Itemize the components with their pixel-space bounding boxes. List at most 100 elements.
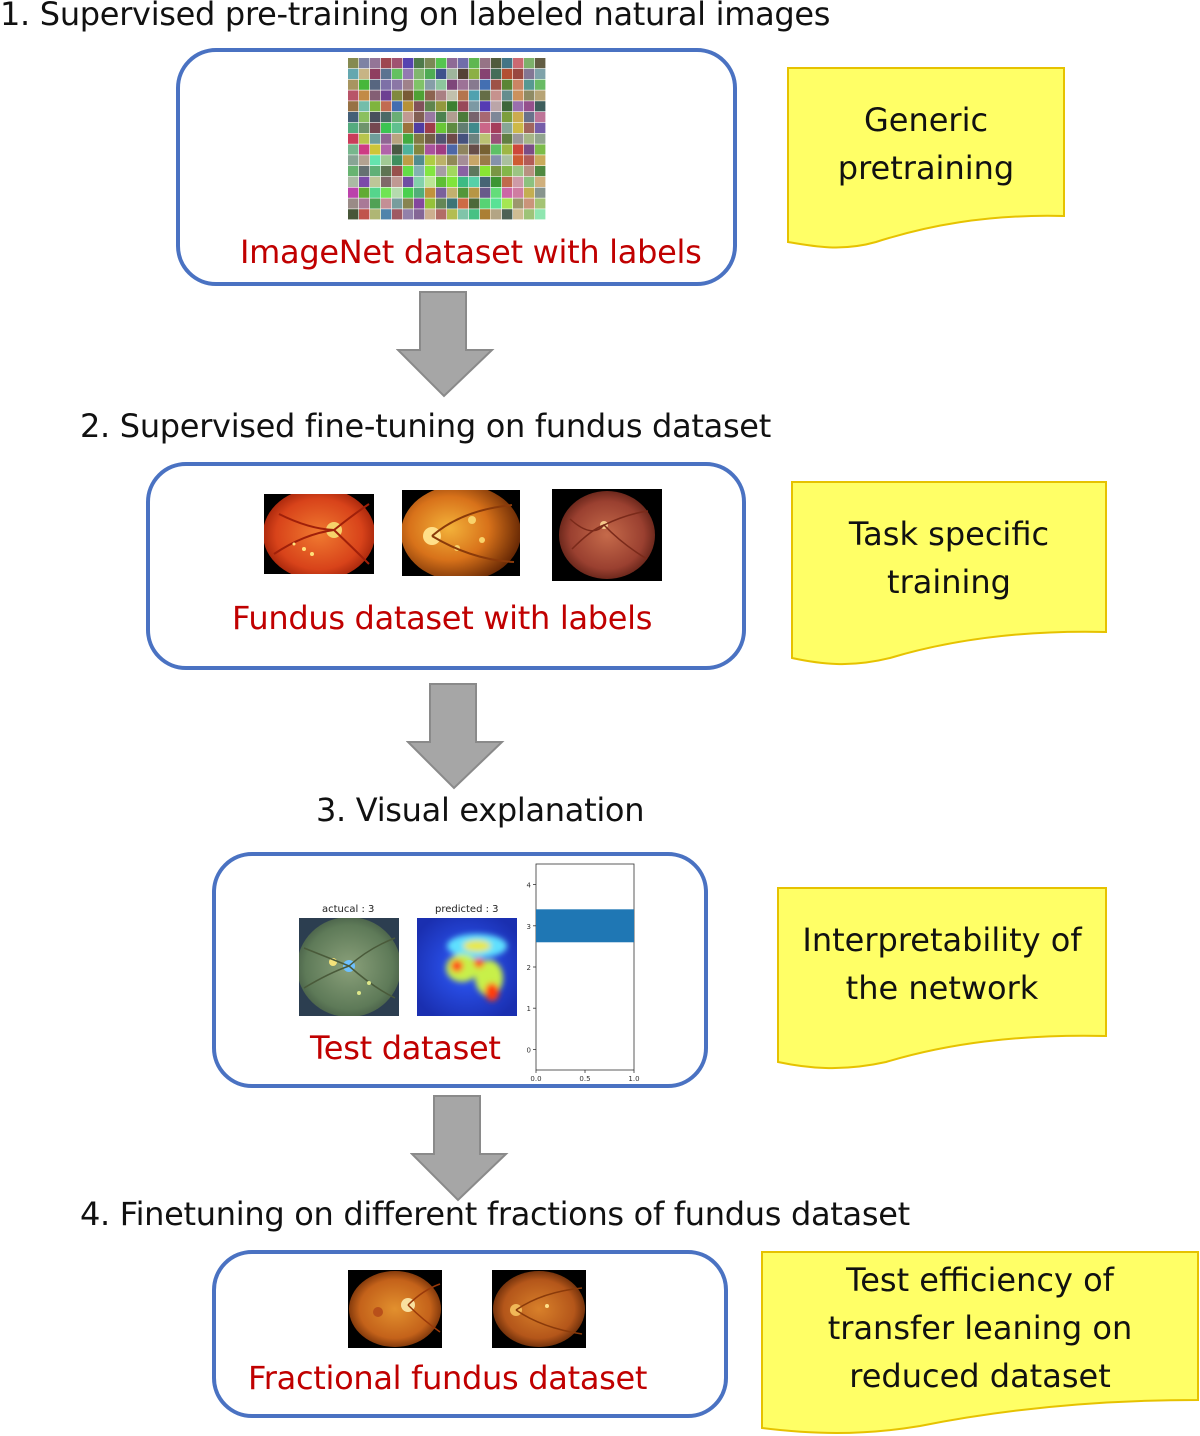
mosaic-tile (359, 176, 370, 187)
mosaic-tile (392, 209, 403, 220)
mosaic-tile (480, 155, 491, 166)
mosaic-tile (535, 209, 546, 220)
step1-note-line-2: pretraining (837, 149, 1015, 187)
mosaic-tile (535, 166, 546, 177)
mosaic-tile (513, 187, 524, 198)
mosaic-tile (403, 112, 414, 123)
step1-note-line-1: Generic (863, 101, 989, 139)
mosaic-tile (535, 155, 546, 166)
mosaic-tile (348, 68, 359, 79)
mosaic-tile (447, 187, 458, 198)
mosaic-tile (524, 198, 535, 209)
mosaic-tile (524, 209, 535, 220)
mosaic-tile (535, 133, 546, 144)
step3-note: Interpretability of the network (776, 886, 1108, 1074)
mosaic-tile (381, 187, 392, 198)
mosaic-tile (535, 176, 546, 187)
mosaic-tile (370, 79, 381, 90)
mosaic-tile (392, 166, 403, 177)
mosaic-tile (491, 101, 502, 112)
mosaic-tile (403, 79, 414, 90)
step4-note-line-2: transfer leaning on (827, 1309, 1133, 1347)
mosaic-tile (502, 122, 513, 133)
mosaic-tile (447, 122, 458, 133)
step3-heading: 3. Visual explanation (316, 791, 645, 829)
mosaic-tile (392, 122, 403, 133)
mosaic-tile (535, 90, 546, 101)
mosaic-tile (414, 209, 425, 220)
mosaic-tile (524, 144, 535, 155)
mosaic-tile (348, 144, 359, 155)
mosaic-tile (513, 198, 524, 209)
mosaic-tile (370, 90, 381, 101)
mosaic-tile (359, 209, 370, 220)
mosaic-tile (392, 112, 403, 123)
fundus-image-2 (402, 490, 520, 576)
mosaic-tile (524, 58, 535, 69)
mosaic-tile (524, 79, 535, 90)
mosaic-tile (414, 101, 425, 112)
mosaic-tile (392, 90, 403, 101)
mosaic-tile (491, 155, 502, 166)
mosaic-tile (381, 122, 392, 133)
mosaic-tile (436, 133, 447, 144)
step4-note: Test efficiency of transfer leaning on r… (760, 1250, 1200, 1436)
step2-note-line-1: Task specific (848, 515, 1050, 553)
mosaic-tile (392, 79, 403, 90)
step3-note-line-2: the network (845, 969, 1039, 1007)
step2-heading: 2. Supervised fine-tuning on fundus data… (80, 407, 771, 445)
imagenet-mosaic-image (348, 58, 546, 220)
mosaic-tile (480, 112, 491, 123)
mosaic-tile (513, 122, 524, 133)
mosaic-tile (425, 155, 436, 166)
mosaic-tile (425, 90, 436, 101)
mosaic-tile (502, 198, 513, 209)
mosaic-tile (381, 90, 392, 101)
y-tick-label: 4 (527, 882, 532, 890)
mosaic-tile (480, 166, 491, 177)
mosaic-tile (348, 187, 359, 198)
mosaic-tile (381, 144, 392, 155)
mosaic-tile (370, 58, 381, 69)
mosaic-tile (370, 198, 381, 209)
mosaic-tile (348, 155, 359, 166)
fractional-fundus-image-1 (348, 1270, 442, 1348)
mosaic-tile (359, 90, 370, 101)
mosaic-tile (480, 68, 491, 79)
mosaic-tile (381, 155, 392, 166)
mosaic-tile (359, 101, 370, 112)
mosaic-tile (381, 68, 392, 79)
mosaic-tile (502, 209, 513, 220)
mosaic-tile (535, 144, 546, 155)
mosaic-tile (348, 209, 359, 220)
mosaic-tile (447, 176, 458, 187)
mosaic-tile (502, 79, 513, 90)
mosaic-tile (469, 209, 480, 220)
mosaic-tile (513, 209, 524, 220)
mosaic-tile (447, 209, 458, 220)
mosaic-tile (436, 176, 447, 187)
mosaic-tile (359, 198, 370, 209)
mosaic-tile (436, 166, 447, 177)
fundus-image-1 (264, 494, 374, 574)
mosaic-tile (458, 58, 469, 69)
step2-caption: Fundus dataset with labels (232, 599, 653, 637)
mosaic-tile (447, 58, 458, 69)
chart-plot-area (535, 863, 635, 1071)
step2-note-line-2: training (887, 563, 1011, 601)
mosaic-tile (370, 166, 381, 177)
arrow-down-3 (410, 1095, 509, 1202)
mosaic-tile (447, 166, 458, 177)
mosaic-tile (436, 187, 447, 198)
mosaic-tile (480, 101, 491, 112)
mosaic-tile (425, 166, 436, 177)
mosaic-tile (491, 133, 502, 144)
mosaic-tile (348, 176, 359, 187)
mosaic-tile (392, 144, 403, 155)
mosaic-tile (469, 122, 480, 133)
mosaic-tile (447, 79, 458, 90)
mosaic-tile (392, 133, 403, 144)
mosaic-tile (458, 166, 469, 177)
step4-heading: 4. Finetuning on different fractions of … (80, 1195, 910, 1233)
mosaic-tile (480, 79, 491, 90)
